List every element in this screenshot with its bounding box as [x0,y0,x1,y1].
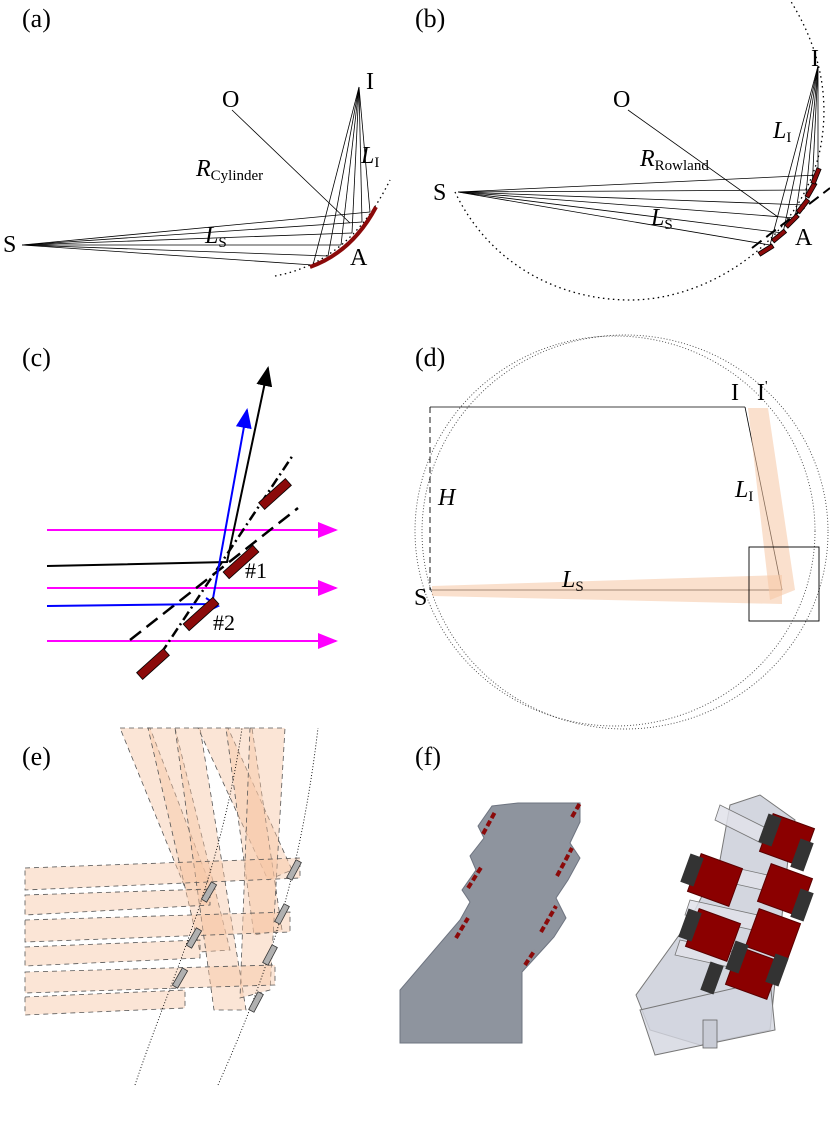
point-s: S [433,180,446,206]
point-a: A [350,245,368,271]
tangent-line [751,187,830,249]
reflected-beams [119,727,293,1011]
li-label: LI [360,143,379,171]
point-i: I [366,69,374,95]
radius-line [627,109,779,218]
crystal-segments [171,859,302,1013]
ls-label: LS [650,205,673,233]
housing-crystals [678,813,816,1000]
ray-black [46,366,273,567]
point-i-prime: I' [757,379,768,406]
zoom-box [748,546,820,622]
ls-label: LS [561,567,584,595]
image-rays [312,86,371,266]
rowland-circle-1 [414,335,816,727]
h-label: H [437,485,457,511]
bent-crystal [309,206,378,269]
panel-f-label: (f) [415,742,441,771]
panel-d-label: (d) [415,343,445,372]
panel-b: (b) S [415,0,830,301]
crystal-1-label: #1 [245,558,267,583]
ls-label: LS [204,223,227,251]
rowland-arc-1 [134,727,243,1086]
panel-e-label: (e) [22,742,51,771]
crystal-4 [136,648,170,680]
point-i: I [731,380,739,406]
li-label: LI [734,477,753,505]
image-beam [748,408,795,600]
point-a: A [795,225,813,251]
panel-b-label: (b) [415,4,445,33]
point-o: O [613,87,630,113]
point-s: S [414,585,427,611]
panel-c-label: (c) [22,343,51,372]
panel-a-label: (a) [22,4,51,33]
li-label: LI [772,118,791,146]
crystal-3 [258,478,292,510]
panel-a: (a) S I O A RCylinder LI LS [3,4,391,277]
cylinder-arc [274,179,391,277]
crystal-2-label: #2 [213,610,235,635]
crystal-1 [222,544,260,580]
point-i: I [811,46,819,72]
crystal-segments [757,167,822,257]
rowland-arc-2 [217,727,319,1086]
rowland-circle [454,0,825,301]
rowland-circle-2 [421,334,829,730]
panel-c: (c) #1 #2 [22,343,338,680]
source-rays [21,211,371,266]
radius-line [231,109,351,224]
incident-beams [24,857,301,1016]
point-s: S [3,232,16,258]
mount-plate-2d [399,802,581,1044]
panel-f: (f) [399,742,816,1056]
panel-d: (d) I I' S H LI LS [414,334,829,730]
plate-crystals [454,802,582,967]
ray-blue [46,408,252,607]
source-beam [432,575,782,604]
image-rays [769,65,819,246]
source-rays [457,174,819,246]
r-cylinder-label: RCylinder [195,156,263,184]
r-rowland-label: RRowland [639,146,709,174]
point-o: O [222,87,239,113]
panel-e: (e) [22,727,319,1086]
crystal-2 [182,596,220,632]
